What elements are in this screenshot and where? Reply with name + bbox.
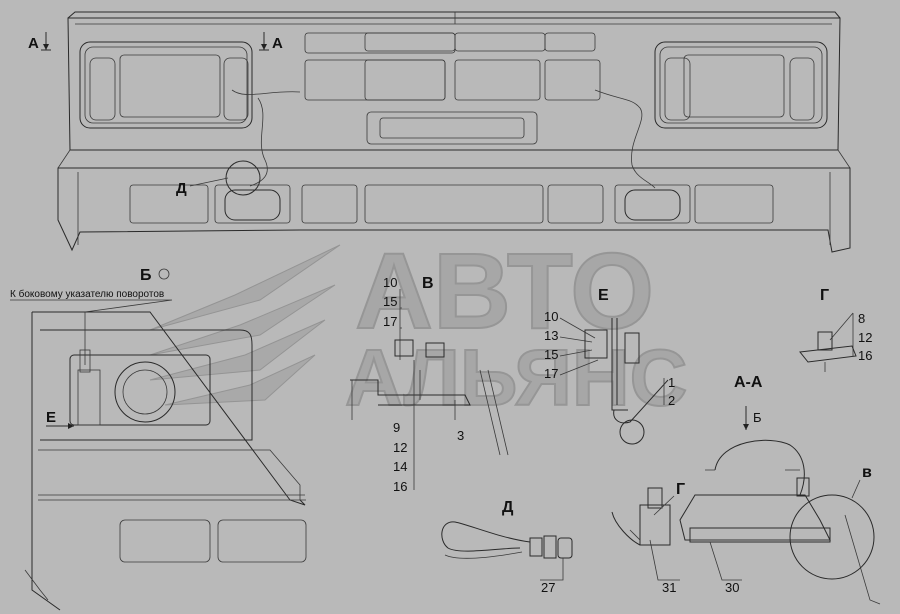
section-aa-title: А-А (734, 374, 763, 391)
section-mark-a-right: А (259, 32, 283, 52)
view-e-callout-15: 15 (544, 347, 558, 362)
view-v-title: В (422, 275, 434, 292)
watermark-wing-logo (149, 244, 341, 406)
front-panel (57, 11, 851, 253)
view-g-callout-8: 8 (858, 311, 865, 326)
section-aa-arrow-label: Б (753, 410, 762, 425)
watermark-line2: АЛЬЯНС (345, 333, 687, 422)
view-g-callout-16: 16 (858, 348, 872, 363)
section-aa-callout-30: 30 (725, 580, 739, 595)
view-v-callout-14: 14 (393, 459, 407, 474)
section-aa-g-mark: Г (676, 481, 685, 498)
section-aa-v-mark: в (862, 464, 872, 481)
watermark-line1: АВТО (355, 230, 654, 351)
view-v-callout-10: 10 (383, 275, 397, 290)
view-b-title: Б (140, 267, 152, 284)
detail-mark-d: Д (176, 177, 229, 197)
view-v: В 10 15 17 9 12 14 16 3 (350, 275, 509, 494)
view-d: Д 27 (441, 499, 573, 595)
view-d-title: Д (502, 499, 514, 516)
section-aa: А-А Б Г в 31 30 (611, 374, 881, 605)
view-e-title: Е (598, 287, 609, 304)
view-v-callout-16: 16 (393, 479, 407, 494)
view-v-callout-12: 12 (393, 440, 407, 455)
view-v-callout-9: 9 (393, 420, 400, 435)
view-d-callout-27: 27 (541, 580, 555, 595)
view-v-callout-3: 3 (457, 428, 464, 443)
view-e-callout-1: 1 (668, 375, 675, 390)
view-g: Г 8 12 16 (799, 287, 872, 372)
section-mark-a-left: А (28, 32, 51, 52)
view-b-note: К боковому указателю поворотов (10, 288, 164, 300)
view-e-callout-2: 2 (668, 393, 675, 408)
view-e-callout-17: 17 (544, 366, 558, 381)
view-g-title: Г (820, 287, 829, 304)
view-v-callout-15: 15 (383, 294, 397, 309)
view-b: Б К боковому указателю поворотов Е (10, 267, 307, 611)
view-v-callout-17: 17 (383, 314, 397, 329)
view-b-e-mark: Е (46, 409, 56, 426)
watermark: АВТО АЛЬЯНС (149, 229, 688, 423)
section-a-left-label: А (28, 35, 39, 52)
view-g-callout-12: 12 (858, 330, 872, 345)
section-aa-callout-31: 31 (662, 580, 676, 595)
view-e-callout-13: 13 (544, 328, 558, 343)
detail-d-label: Д (176, 180, 187, 197)
view-e: Е 10 13 15 17 1 2 (544, 287, 675, 445)
section-a-right-label: А (272, 35, 283, 52)
view-e-callout-10: 10 (544, 309, 558, 324)
